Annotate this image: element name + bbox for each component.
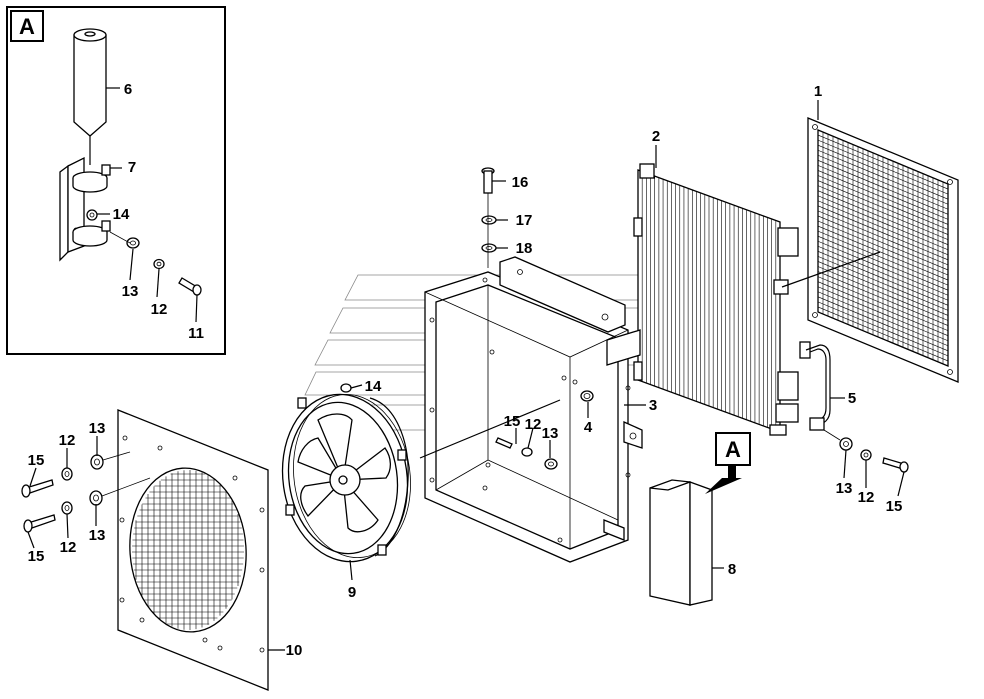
callout-tag: A (725, 437, 741, 462)
label-12: 12 (59, 432, 76, 449)
label-15: 15 (504, 413, 521, 430)
label-2: 2 (652, 128, 660, 145)
label-17: 17 (516, 212, 533, 229)
label-4: 4 (584, 419, 593, 436)
label-12: 12 (525, 416, 542, 433)
inset-fasteners (86, 209, 202, 296)
refrigerant-hose (799, 341, 831, 431)
label-11: 11 (188, 325, 204, 342)
electric-fan (281, 383, 411, 563)
detail-callout-a: A (705, 432, 751, 494)
inset-detail-a: A (6, 6, 226, 355)
label-15: 15 (28, 548, 45, 565)
receiver-drier (73, 28, 107, 165)
label-12: 12 (151, 301, 168, 318)
label-7: 7 (128, 159, 136, 176)
shroud-side-fasteners (495, 437, 558, 470)
label-9: 9 (348, 584, 356, 601)
label-18: 18 (516, 240, 533, 257)
label-13: 13 (542, 425, 559, 442)
label-13: 13 (836, 480, 853, 497)
label-14: 14 (365, 378, 382, 395)
fan-guard-plate (117, 409, 269, 691)
label-14: 14 (113, 206, 130, 223)
label-16: 16 (512, 174, 529, 191)
drier-bracket (59, 156, 111, 262)
label-3: 3 (649, 397, 657, 414)
leader-lines (27, 100, 905, 651)
front-grille-panel (807, 117, 959, 383)
shroud-top-fasteners (481, 167, 497, 268)
label-13: 13 (122, 283, 139, 300)
part-labels: 6 7 14 13 12 11 1 2 16 17 18 14 15 12 13… (28, 81, 903, 659)
label-13: 13 (89, 527, 106, 544)
label-5: 5 (848, 390, 856, 407)
label-8: 8 (728, 561, 736, 578)
label-6: 6 (124, 81, 132, 98)
label-15: 15 (886, 498, 903, 515)
label-1: 1 (814, 83, 822, 100)
condenser (633, 163, 799, 436)
channel-cover (649, 479, 713, 606)
label-15: 15 (28, 452, 45, 469)
label-13: 13 (89, 420, 106, 437)
label-12: 12 (858, 489, 875, 506)
fan-shroud (424, 256, 643, 563)
label-12: 12 (60, 539, 77, 556)
label-10: 10 (286, 642, 303, 659)
inset-tag: A (19, 14, 35, 39)
